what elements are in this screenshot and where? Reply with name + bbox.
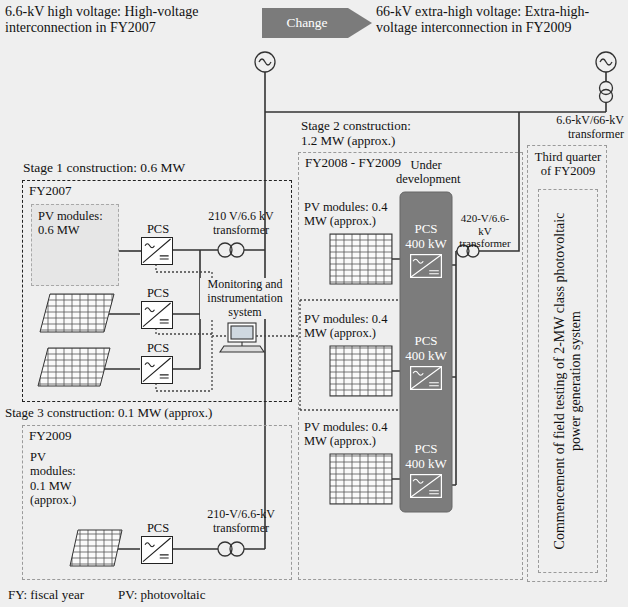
pcs-box: PCS 400 kW [403,221,449,283]
signal-line [156,264,400,410]
annotation-label: FY: fiscal year [8,588,118,603]
transformer-symbol [600,90,613,103]
inverter-symbol [410,474,442,498]
inverter-symbol [143,239,171,263]
monitoring-computer [228,323,256,342]
inverter-symbol [411,475,441,497]
inverter-symbol [143,538,171,562]
annotation-label: 420-V/6.6-kV transformer [454,212,516,250]
annotation-label: Monitoring and instrumentation system [200,278,290,319]
annotation-label: PV modules: 0.4 MW (approx.) [304,312,399,341]
inverter-symbol [411,367,441,389]
inverter-symbol [142,357,172,383]
annotation-label: Under development [396,158,456,187]
power-wire [605,102,607,112]
annotation-label: PV: photovoltaic [118,588,258,603]
pcs-column [400,192,452,512]
stage-heading: Stage 1 construction: 0.6 MW [23,160,293,176]
inverter-symbol [143,538,171,562]
power-wire [448,112,519,485]
inverter-symbol [142,302,172,328]
stage-heading: PCS [138,521,178,535]
power-wire [605,72,607,82]
grid-source [600,59,612,65]
pcs-box: PCS [141,356,173,384]
rotated-note: Commencement of field testing of 2-MW cl… [552,211,584,551]
grid-source [596,52,616,72]
pv-panel [70,530,122,566]
grid-source [255,52,616,72]
inverter-symbol [411,367,442,390]
annotation-label: 6.6-kV high voltage: High-voltage interc… [5,4,255,36]
inverter-symbol [411,255,442,278]
monitoring-computer [220,323,264,352]
stage-heading: PCS [138,286,178,300]
milestone-box: Commencement of field testing of 2-MW cl… [538,189,598,573]
stage-heading: PCS [138,341,178,355]
inverter-symbol [143,358,171,382]
pv-panel [38,348,110,386]
schedule-box: Third quarter of FY2009Commencement of f… [527,145,607,582]
pv-panel [40,294,114,332]
transformer-symbol [600,82,613,95]
node-text: PCS 400 kW [404,442,448,472]
pv-panel [330,346,392,396]
node-text: PCS 400 kW [404,334,448,364]
grid-source [259,59,271,65]
inverter-symbol [142,537,172,563]
node-text: Third quarter of FY2009 [530,150,606,179]
inverter-symbol [143,303,171,327]
pcs-box: PCS [141,237,173,265]
pcs-column [400,192,452,512]
pcs-box: PCS 400 kW [403,441,449,503]
grid-source [255,52,275,72]
stage-heading: Stage 2 construction: 1.2 MW (approx.) [301,119,426,149]
annotation-label: 210-V/6.6-kV transformer [196,508,286,536]
node-text: FY2007 [29,184,109,199]
inverter-symbol [143,303,171,327]
annotation-label: PV modules: 0.4 MW (approx.) [304,420,399,449]
inverter-symbol [410,366,442,390]
node-text: FY2008 - FY2009 [305,156,415,171]
transformer-symbol [230,243,244,257]
pv-panel [330,234,392,284]
power-wire [119,250,141,252]
annotation-label: 66-kV extra-high voltage: Extra-high-vol… [376,4,624,36]
annotation-label: PV modules: 0.1 MW (approx.) [30,450,92,508]
pcs-box: PCS [141,301,173,329]
change-arrow-shape [262,8,372,38]
power-wire [265,111,606,113]
pcs-box: PCS 400 kW [403,333,449,395]
annotation-label: PV modules: 0.4 MW (approx.) [304,200,399,229]
change-arrow: Change [262,8,372,38]
inverter-symbol [142,238,172,264]
annotation-label: 210 V/6.6 kV transformer [196,210,286,238]
monitoring-computer [241,342,242,346]
inverter-symbol [411,255,441,277]
stage-heading: PCS [138,222,178,236]
monitoring-computer [220,346,264,352]
monitoring-computer [231,326,253,339]
power-wire [104,72,606,549]
pcs-box: PCS [141,536,173,564]
node-text: PCS 400 kW [404,222,448,252]
inverter-symbol [410,254,442,278]
inverter-symbol [411,475,442,498]
stage-heading: Stage 3 construction: 0.1 MW (approx.) [5,406,295,421]
node-text: FY2009 [29,429,109,444]
annotation-label: 6.6-kV/66-kV transformer [546,114,624,142]
pv-panel [330,454,392,504]
node-text: Change [270,15,344,31]
node-text: PV modules: 0.6 MW [38,209,110,238]
transformer-symbol [230,542,244,556]
inverter-symbol [143,358,171,382]
pv-module-box: PV modules: 0.6 MW [31,204,119,286]
inverter-symbol [143,239,171,263]
